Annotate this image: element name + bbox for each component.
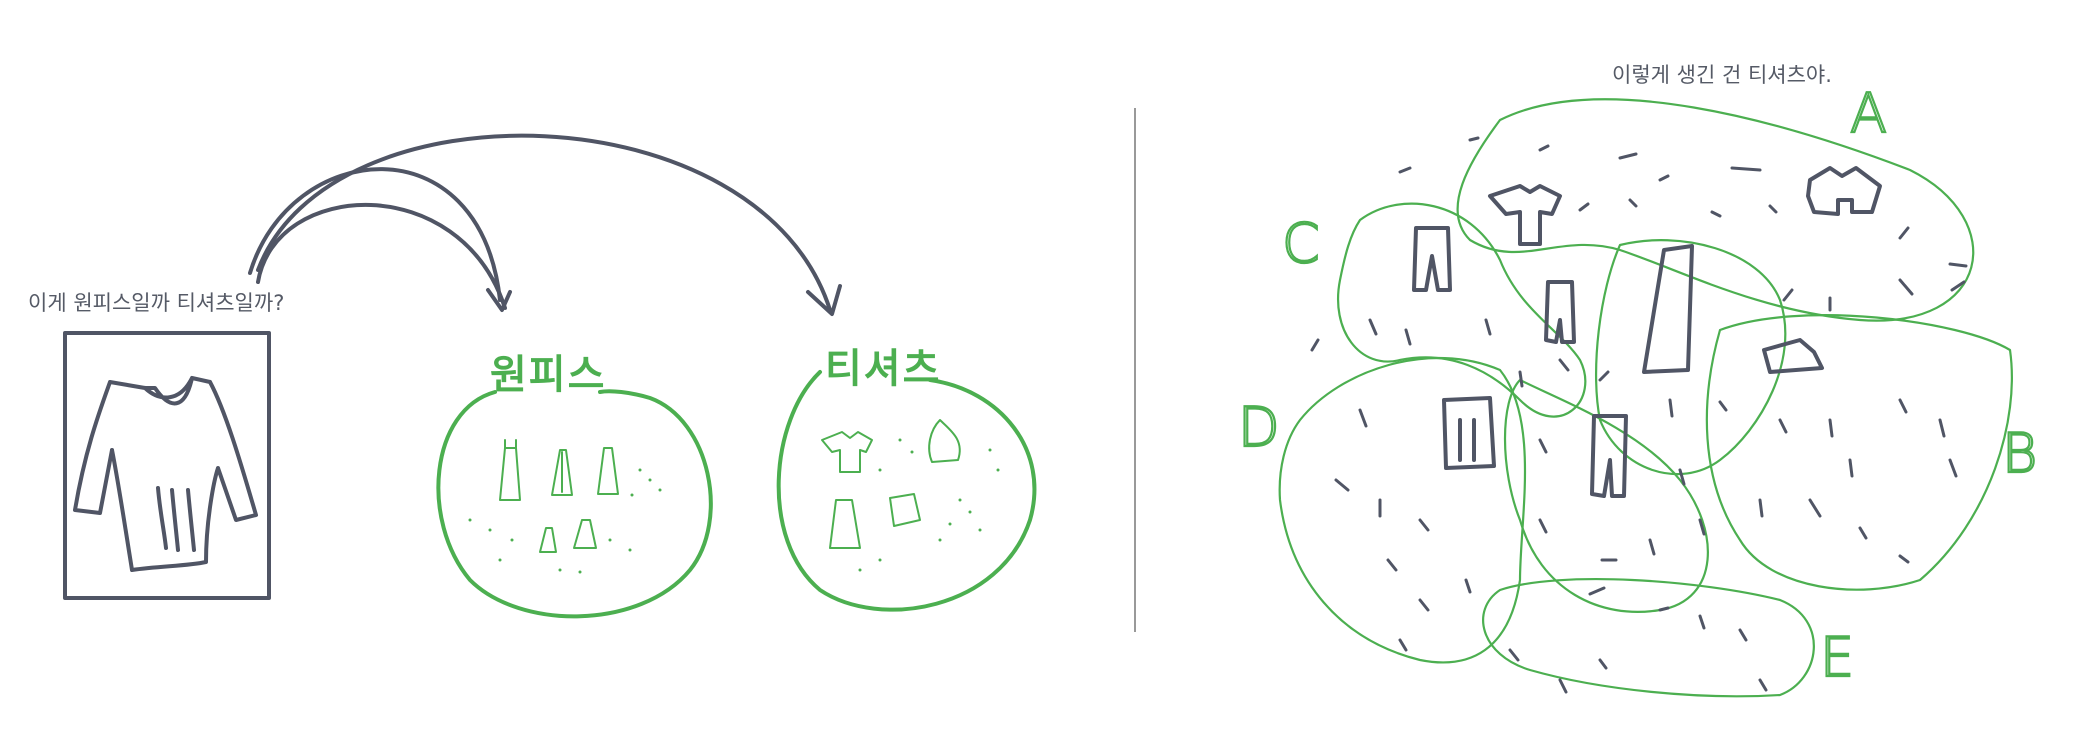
right-panel: 이렇게 생긴 건 티셔츠야. A B C D E bbox=[1237, 63, 2039, 698]
frame-border bbox=[63, 331, 271, 600]
shirt-sketch-4 bbox=[1762, 338, 1824, 374]
cluster-labels: A B C D E bbox=[1237, 81, 2039, 690]
cluster-outline-c bbox=[1337, 202, 1587, 418]
category-onepiece: 원피스 bbox=[436, 352, 713, 619]
category-circle-tshirt bbox=[776, 370, 1037, 612]
pants-sketch-3 bbox=[1590, 414, 1628, 498]
cluster-outline-e bbox=[1482, 578, 1815, 698]
pants-sketch-2 bbox=[1442, 396, 1496, 470]
cluster-outline-center bbox=[1594, 239, 1787, 476]
cluster-label-d: D bbox=[1238, 396, 1280, 459]
left-panel: 이게 원피스일까 티셔츠일까? 원피스 bbox=[28, 133, 1037, 619]
caption-text: 이렇게 생긴 건 티셔츠야. bbox=[1612, 63, 1832, 87]
cluster-label-b: B bbox=[2002, 422, 2037, 485]
cluster-label-c: C bbox=[1282, 212, 1320, 275]
tshirt-samples bbox=[821, 419, 961, 549]
cluster-outline-a bbox=[1456, 98, 1975, 322]
shirt-sketch-3 bbox=[1544, 280, 1576, 344]
tshirt-sketch-1 bbox=[1488, 184, 1562, 246]
onepiece-dots bbox=[468, 468, 662, 574]
arrow-to-onepiece bbox=[248, 167, 502, 302]
category-tshirt: 티셔츠 bbox=[776, 346, 1037, 612]
pants-sketch-1 bbox=[1412, 226, 1452, 292]
cluster-label-a: A bbox=[1850, 82, 1887, 145]
dress-sketch-1 bbox=[1642, 244, 1694, 374]
tshirt-sketch-2 bbox=[1806, 166, 1882, 216]
cluster-outlines bbox=[1278, 98, 2013, 698]
query-garment-frame bbox=[63, 331, 271, 600]
arrows bbox=[248, 133, 842, 316]
arrowhead-onepiece bbox=[486, 288, 512, 312]
cluster-outline-d bbox=[1278, 357, 1527, 664]
question-text: 이게 원피스일까 티셔츠일까? bbox=[28, 291, 284, 315]
arrowhead-tshirt bbox=[806, 284, 842, 316]
tshirt-dots bbox=[858, 438, 1000, 572]
garment-sketches bbox=[1412, 166, 1882, 498]
long-shirt-drawing bbox=[73, 376, 258, 572]
scatter-marks bbox=[1310, 136, 1968, 694]
cluster-outline-b bbox=[1705, 314, 2013, 591]
category-label-tshirt: 티셔츠 bbox=[825, 346, 941, 392]
category-label-onepiece: 원피스 bbox=[490, 352, 606, 398]
arrow-to-onepiece-stroke bbox=[256, 202, 507, 310]
onepiece-samples bbox=[499, 439, 619, 553]
cluster-label-e: E bbox=[1820, 626, 1854, 689]
category-circle-onepiece bbox=[436, 389, 713, 619]
arrow-to-tshirt bbox=[256, 133, 832, 312]
